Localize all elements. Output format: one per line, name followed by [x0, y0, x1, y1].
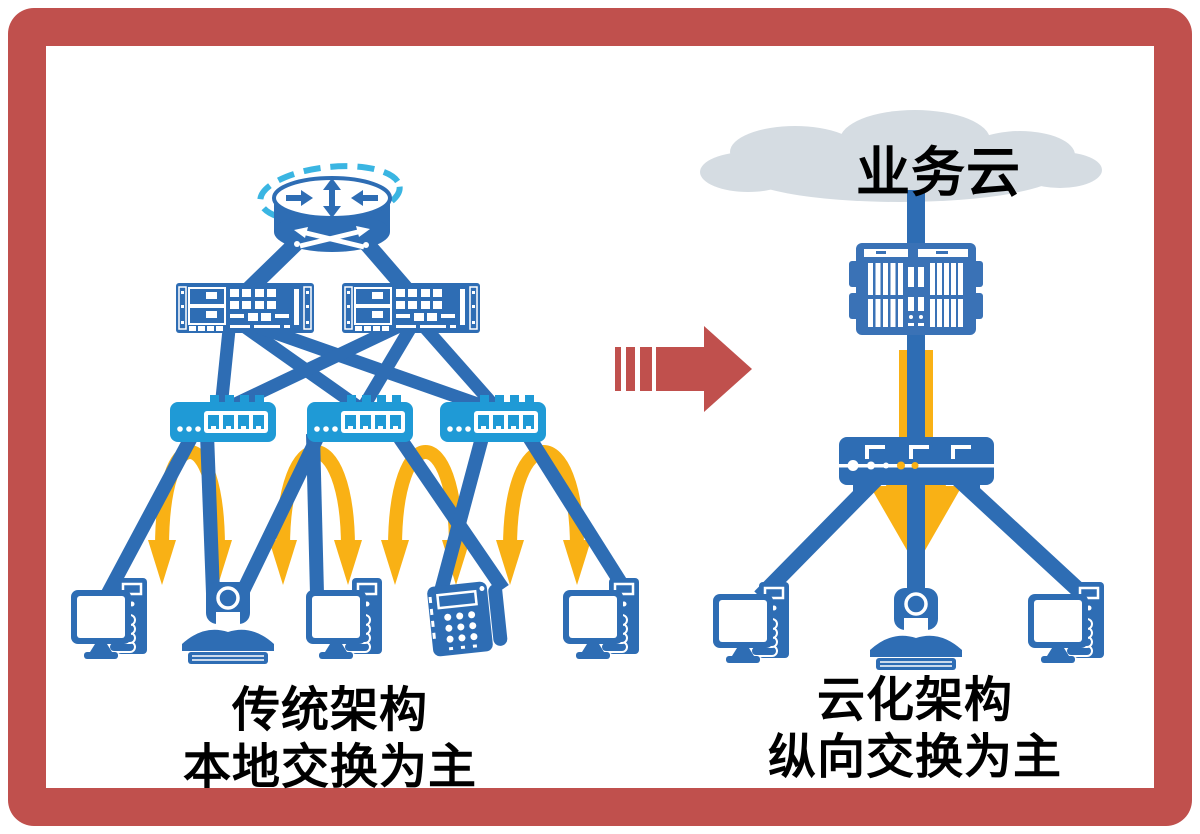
cloud-icon — [700, 110, 1102, 202]
core-switch-icon — [175, 282, 315, 334]
router-side-arrows — [294, 226, 370, 250]
chassis-switch-icon — [849, 243, 983, 335]
ip-phone-icon — [425, 578, 510, 659]
desktop-pc-icon — [69, 576, 149, 661]
right-caption: 云化架构 纵向交换为主 — [680, 672, 1150, 786]
desktop-pc-icon — [304, 576, 384, 661]
desktop-pc-icon — [561, 576, 641, 661]
left-network-links — [99, 216, 637, 603]
left-caption-line1: 传统架构 — [231, 684, 428, 737]
access-switch-icon — [170, 395, 276, 442]
desktop-pc-icon — [1026, 580, 1106, 665]
video-camera-icon — [868, 586, 964, 672]
cloud-label: 业务云 — [856, 143, 1021, 203]
local-switching-arcs — [155, 445, 584, 549]
right-vertical-links — [754, 330, 1092, 603]
access-switch-icon — [307, 395, 413, 442]
left-caption: 传统架构 本地交换为主 — [100, 682, 560, 796]
video-camera-icon — [180, 580, 276, 666]
transition-arrow-icon — [615, 326, 752, 412]
access-switch-icon — [440, 395, 546, 442]
chassis-line-cards — [868, 263, 963, 327]
router-icon — [257, 163, 403, 252]
red-frame — [8, 8, 1192, 826]
core-switch-icon — [341, 282, 481, 334]
right-caption-line1: 云化架构 — [816, 674, 1013, 727]
left-caption-line2: 本地交换为主 — [182, 741, 477, 794]
cloud-access-switch-icon — [839, 437, 994, 491]
router-top-arrows — [286, 178, 378, 218]
desktop-pc-icon — [711, 580, 791, 665]
right-caption-line2: 纵向交换为主 — [767, 731, 1062, 784]
